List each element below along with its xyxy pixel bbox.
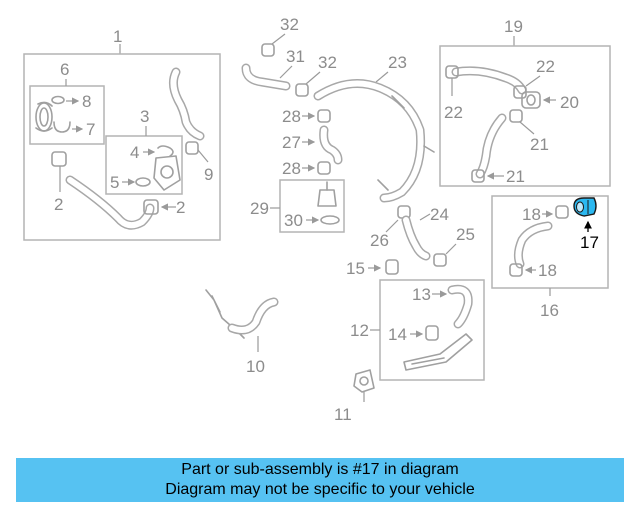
- banner-line-2: Diagram may not be specific to your vehi…: [165, 481, 475, 498]
- callout-30: 30: [284, 211, 303, 230]
- parts-diagram: 1 6 8 7 3 4 5: [23, 15, 611, 424]
- callout-31: 31: [286, 47, 305, 66]
- clamp-part-28a: [317, 109, 331, 123]
- callout-18a: 18: [522, 205, 541, 224]
- callout-28a: 28: [282, 107, 301, 126]
- clamp-part-14: [425, 325, 439, 341]
- coolant-pipe-10: [205, 289, 279, 352]
- group-19: 19 22 22 20 21 21: [439, 17, 611, 187]
- callout-24: 24: [430, 205, 449, 224]
- callout-12: 12: [350, 321, 369, 340]
- small-hose-24: [401, 215, 431, 261]
- callout-18b: 18: [538, 261, 557, 280]
- callout-2a: 2: [54, 195, 63, 214]
- callout-3: 3: [140, 107, 149, 126]
- clamp-part-28b: [317, 161, 331, 175]
- callout-15: 15: [346, 259, 365, 278]
- group-1: 1 6 8 7 3 4 5: [23, 27, 221, 241]
- clip-part-7: [53, 121, 84, 133]
- callout-2b: 2: [176, 198, 185, 217]
- banner-line-1: Part or sub-assembly is #17 in diagram: [181, 461, 459, 478]
- group-29-frame: [279, 179, 345, 233]
- callout-16: 16: [540, 301, 559, 320]
- callout-13: 13: [412, 285, 431, 304]
- group-6-frame: [29, 85, 105, 145]
- clip-part-4: [157, 145, 174, 157]
- small-hose-16: [513, 221, 553, 269]
- callout-28b: 28: [282, 159, 301, 178]
- callout-29: 29: [250, 199, 269, 218]
- callout-19: 19: [504, 17, 523, 36]
- callout-10: 10: [246, 357, 265, 376]
- group-16: 16 18 18 17: [491, 195, 609, 320]
- callout-26: 26: [370, 231, 389, 250]
- small-hose-13: [447, 284, 473, 329]
- callout-22b: 22: [536, 57, 555, 76]
- coolant-pipe-12: [403, 333, 473, 371]
- water-pump-part: [153, 155, 181, 191]
- clamp-part-21a: [509, 109, 523, 123]
- bleeder-valve-part: [317, 181, 337, 207]
- callout-6: 6: [60, 60, 69, 79]
- center-upper-parts: 32 31 32 23 28 27 28 29: [241, 15, 475, 267]
- coolant-pipe-23: [313, 79, 435, 203]
- callout-1: 1: [113, 27, 122, 46]
- callout-21a: 21: [530, 135, 549, 154]
- callout-27: 27: [282, 133, 301, 152]
- callout-32a: 32: [280, 15, 299, 34]
- callout-11: 11: [334, 405, 352, 424]
- oring-part-5: [135, 177, 151, 187]
- callout-20: 20: [560, 93, 579, 112]
- callout-21b: 21: [506, 167, 525, 186]
- clamp-part-32b: [295, 83, 309, 97]
- clamp-part-21b: [471, 169, 485, 183]
- callout-32b: 32: [318, 53, 337, 72]
- group-19-frame: [439, 45, 611, 187]
- oring-part-8: [51, 95, 80, 105]
- housing-part-11: [353, 369, 375, 402]
- clamp-part-32a: [261, 43, 275, 57]
- callout-23: 23: [388, 53, 407, 72]
- lower-parts: 10 15 12 13 14 11: [205, 259, 485, 424]
- callout-14: 14: [388, 325, 407, 344]
- callout-8: 8: [82, 92, 91, 111]
- clamp-part-18a: [555, 205, 569, 219]
- callout-7: 7: [86, 120, 95, 139]
- small-hose-27: [319, 125, 343, 165]
- thermostat-housing-part: [35, 101, 53, 132]
- thermostat-part-20: [521, 91, 541, 109]
- callout-5: 5: [110, 173, 119, 192]
- clamp-part-9: [185, 141, 209, 163]
- clamp-part-15: [385, 259, 399, 275]
- callout-9: 9: [204, 165, 213, 184]
- clamp-part-2a: [51, 151, 67, 192]
- callout-17: 17: [580, 233, 599, 252]
- group-1-frame: [23, 53, 221, 241]
- highlighted-part-17: [573, 197, 597, 217]
- small-hose-31: [241, 63, 291, 91]
- clamp-part-2b: [143, 199, 176, 215]
- oring-part-30: [320, 215, 340, 225]
- callout-4: 4: [130, 143, 139, 162]
- callout-25: 25: [456, 225, 475, 244]
- group-3-frame: [105, 135, 183, 195]
- info-banner: Part or sub-assembly is #17 in diagram D…: [16, 458, 624, 502]
- callout-22a: 22: [444, 103, 463, 122]
- clamp-part-18b: [509, 263, 523, 277]
- clamp-part-25: [433, 253, 447, 267]
